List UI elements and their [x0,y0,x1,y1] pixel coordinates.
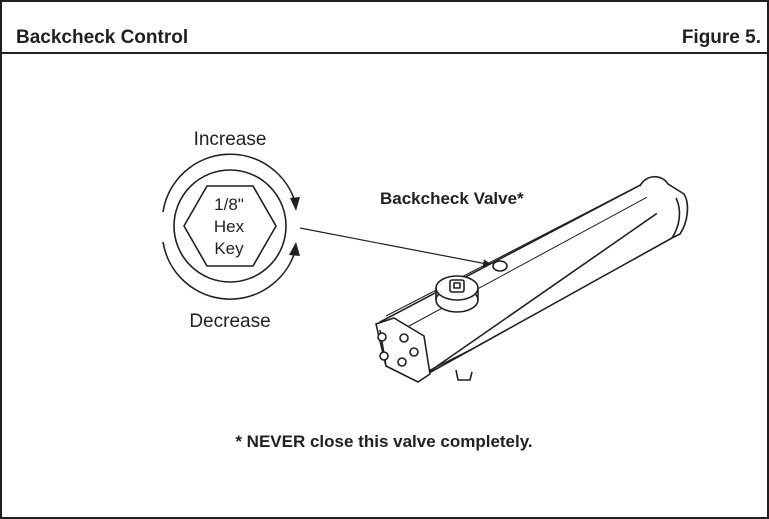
closer-end-detail [671,197,681,239]
increase-arrow-icon [290,197,300,211]
backcheck-valve-icon [492,260,508,272]
hex-key-icon [183,185,277,267]
adjustment-dial: Increase 1/8" Hex Key Decrease [162,129,300,332]
dial-ring [173,169,287,283]
hex-key-size: 1/8" [214,195,244,214]
increase-arc [162,153,297,213]
hex-key-word: Hex [214,217,245,236]
increase-label: Increase [194,129,267,150]
plate-hole-icon [399,333,409,343]
plate-hole-icon [379,351,389,361]
hex-key-key: Key [214,239,244,258]
hex-nut-inner [453,282,461,289]
door-closer-illustration [375,175,689,383]
callout-leader [299,227,493,268]
decrease-arc [162,241,297,300]
figure-title: Backcheck Control [16,27,189,48]
closer-end-cap [639,175,689,239]
backcheck-valve-label: Backcheck Valve* [380,189,524,208]
closer-ridge [397,187,665,333]
closer-foot [455,369,473,381]
warning-footnote: * NEVER close this valve completely. [235,432,532,451]
closer-top-edge [385,181,647,317]
decrease-label: Decrease [189,311,270,332]
plate-hole-icon [377,332,387,342]
figure-header: Backcheck Control Figure 5. [2,2,767,54]
closer-lower-edge [419,237,673,379]
closer-seam [429,347,475,371]
plate-hole-icon [397,357,407,367]
decrease-arrow-icon [289,242,300,256]
figure-number: Figure 5. [681,27,761,48]
plate-hole-icon [409,347,419,357]
